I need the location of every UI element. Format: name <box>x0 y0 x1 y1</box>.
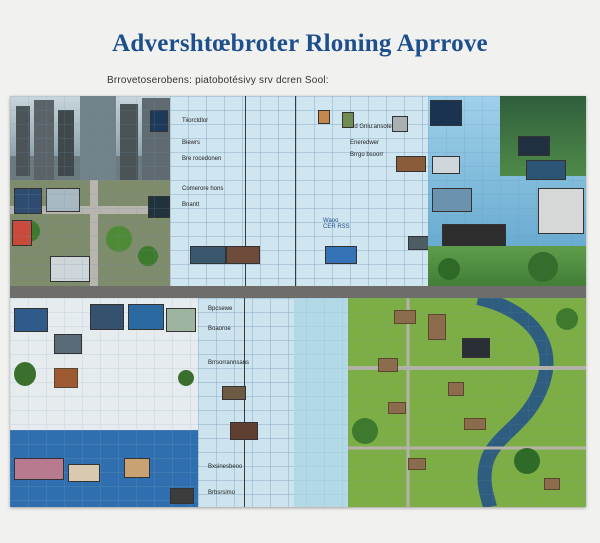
city-photo <box>166 308 196 332</box>
city-photo <box>432 188 472 212</box>
monitor-icon <box>150 110 168 132</box>
tree-icon <box>14 362 36 386</box>
monitor-icon <box>148 196 170 218</box>
monitor-icon <box>318 110 330 124</box>
tree-icon <box>556 308 578 330</box>
city-photo <box>50 256 90 282</box>
house-icon <box>448 382 464 396</box>
monitor-icon <box>230 422 258 440</box>
poster-subtitle: Brrovetoserobens: piatobotésivy srv dcre… <box>107 75 329 86</box>
tv-icon <box>226 246 260 264</box>
column-label: Biewrs <box>182 140 201 146</box>
tree-icon <box>352 418 378 444</box>
center-badge: Waoo CER RSS <box>323 218 350 230</box>
monitor-icon <box>342 112 354 128</box>
monitor-icon <box>396 156 426 172</box>
side-label: Boaoroe <box>208 326 231 332</box>
media-panel <box>10 298 198 507</box>
tv-icon <box>526 160 566 180</box>
divider-strip <box>10 286 586 298</box>
monitor-icon <box>518 136 550 156</box>
house-icon <box>408 458 426 470</box>
tree-icon <box>178 370 194 386</box>
column-label: Eneredwer <box>350 140 380 146</box>
tree-icon <box>514 448 540 474</box>
tree-icon <box>528 252 558 282</box>
side-label: Brbsrsimo <box>208 490 236 496</box>
column-label: Tiiorctdlor <box>182 118 209 124</box>
column-label: Bre rocedonen <box>182 156 222 162</box>
house-icon <box>394 310 416 324</box>
city-photo <box>12 220 32 246</box>
city-collage-panel <box>10 96 172 286</box>
tv-icon <box>14 308 48 332</box>
monitor-icon <box>90 304 124 330</box>
house-icon <box>378 358 398 372</box>
city-photo <box>68 464 100 482</box>
column-label: Dd Gniu:ansote <box>350 124 392 130</box>
monitor-icon <box>170 488 194 504</box>
center-grid-panel: Tiiorctdlor Biewrs Bre rocedonen Comeror… <box>170 96 430 296</box>
monitor-icon <box>430 100 462 126</box>
monitor-icon <box>325 246 357 264</box>
poster-title: Advershtœbroter Rloning Aprrove <box>112 30 488 57</box>
column-label: Comerore hons <box>182 186 224 192</box>
city-photo <box>14 188 42 214</box>
monitor-icon <box>408 236 430 250</box>
tree-icon <box>106 226 132 252</box>
house-icon <box>54 368 78 388</box>
column-label: Brrgo bsoorr <box>350 152 384 158</box>
tv-icon <box>462 338 490 358</box>
side-label: Bpcsewe <box>208 306 233 312</box>
river-map-panel <box>348 298 586 507</box>
tv-icon <box>190 246 226 264</box>
monitor-icon <box>432 156 460 174</box>
house-icon <box>464 418 486 430</box>
side-label: Bxsinesbeoo <box>208 464 243 470</box>
tech-panel <box>428 96 586 291</box>
monitor-icon <box>128 304 164 330</box>
monitor-icon <box>222 386 246 400</box>
city-photo <box>124 458 150 478</box>
tv-icon <box>14 458 64 480</box>
planning-board: Tiiorctdlor Biewrs Bre rocedonen Comeror… <box>10 96 586 507</box>
tree-icon <box>138 246 158 266</box>
column-label: Bnantt <box>182 202 200 208</box>
tree-icon <box>438 258 460 280</box>
monitor-icon <box>392 116 408 132</box>
city-photo <box>538 188 584 234</box>
house-icon <box>388 402 406 414</box>
house-icon <box>544 478 560 490</box>
house-icon <box>428 314 446 340</box>
side-label: Brrsorrannsans <box>208 360 250 366</box>
schedule-panel: Bpcsewe Boaoroe Brrsorrannsans Bxsinesbe… <box>198 298 348 507</box>
city-photo <box>46 188 80 212</box>
monitor-icon <box>54 334 82 354</box>
